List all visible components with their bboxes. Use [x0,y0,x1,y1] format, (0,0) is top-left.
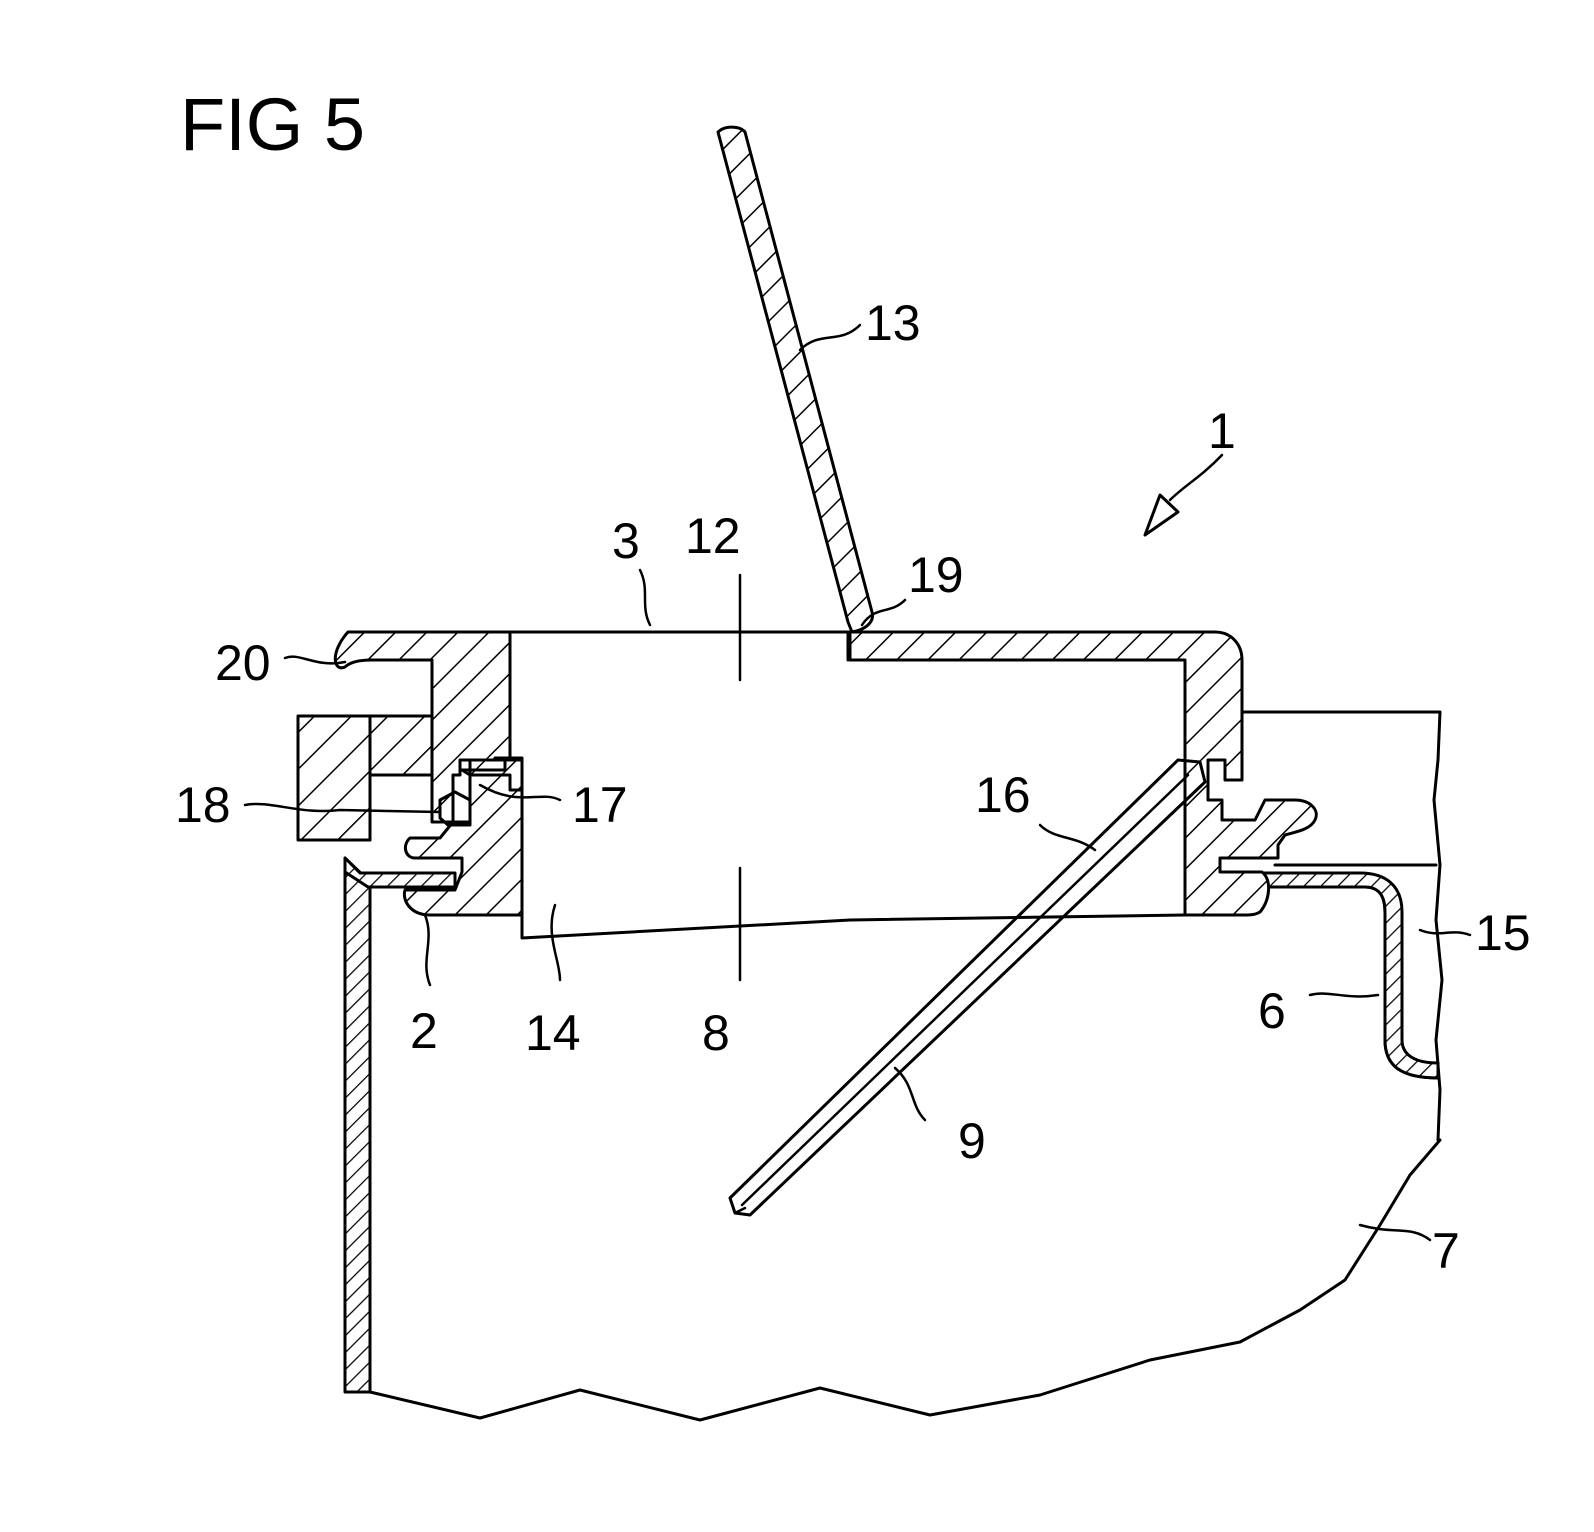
container-top-right-edge [1270,887,1438,1078]
label-17: 17 [572,777,628,833]
outer-ring-block [298,716,435,840]
label-14: 14 [525,1005,581,1061]
label-3: 3 [612,513,640,569]
container-rim-left [345,858,455,887]
label-16: 16 [975,767,1031,823]
label-9: 9 [958,1113,986,1169]
lid-flap [718,127,873,632]
label-12: 12 [685,508,741,564]
label-13: 13 [865,295,921,351]
container-left-wall [345,858,370,1392]
label-8: 8 [702,1005,730,1061]
label-2: 2 [410,1003,438,1059]
label-19: 19 [908,547,964,603]
container-break-line [370,1140,1440,1420]
label-7: 7 [1432,1223,1460,1279]
label-6: 6 [1258,983,1286,1039]
lid-top-plate-right [850,632,1316,915]
label-18: 18 [175,777,231,833]
leader-lines [245,325,1470,1240]
figure-title: FIG 5 [180,83,365,166]
reference-labels: 1 13 3 12 19 20 18 17 16 2 14 8 9 15 6 7 [175,295,1531,1279]
label-20: 20 [215,635,271,691]
label-1: 1 [1208,403,1236,459]
label-15: 15 [1475,905,1531,961]
